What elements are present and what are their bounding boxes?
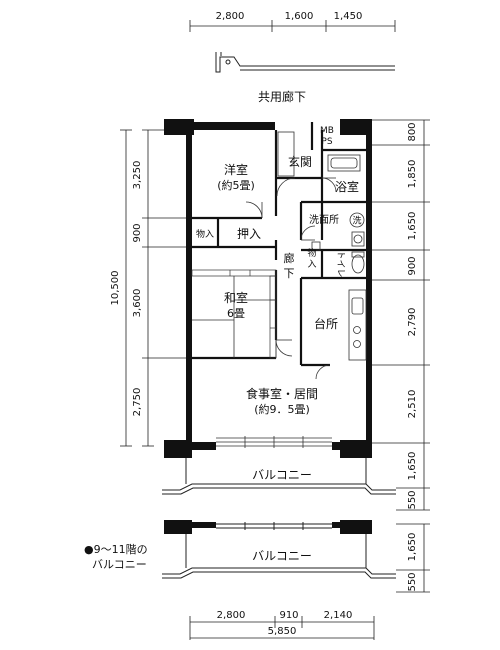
dim-right-2: 1,850 <box>407 160 418 189</box>
room-toilet: トイレ <box>335 250 345 277</box>
dim-left-2: 900 <box>132 223 143 242</box>
walls <box>164 119 372 458</box>
bottom-dimension-lines <box>189 616 375 640</box>
note-floors-line1: ●9～11階の <box>84 542 148 556</box>
room-yoshitsu-size: (約5畳) <box>217 178 255 192</box>
dim-left-total: 10,500 <box>110 271 121 306</box>
dim-right-3: 1,650 <box>407 212 418 241</box>
room-senmenjo: 洗面所 <box>309 214 339 226</box>
dim-bottom-total: 5,850 <box>268 626 297 637</box>
room-yokushitsu: 浴室 <box>335 179 359 194</box>
room-yoshitsu-name: 洋室 <box>224 162 248 177</box>
dim-right-1: 800 <box>407 122 418 141</box>
door-swings <box>245 177 337 380</box>
washer-icon <box>349 212 365 228</box>
room-ldk-size: (約9．5畳) <box>254 402 310 416</box>
corridor-railing <box>215 52 395 73</box>
dim-left-4: 2,750 <box>132 388 143 417</box>
dim-bottom-2: 910 <box>279 610 298 621</box>
room-monoire-right-1: 物 <box>307 247 316 259</box>
interior-walls <box>192 122 366 367</box>
room-ldk-name: 食事室・居間 <box>246 386 318 401</box>
ldk-windows <box>216 436 332 448</box>
room-daidokoro: 台所 <box>314 316 338 331</box>
balcony-alt-label: バルコニー <box>252 549 312 563</box>
dim-right-9: 1,650 <box>407 533 418 562</box>
mbps-top: MB <box>320 126 334 136</box>
washer-label: 洗 <box>352 215 361 227</box>
dim-right-7: 1,650 <box>407 452 418 481</box>
fixtures <box>192 131 367 361</box>
top-dimension-line <box>189 20 396 32</box>
corridor-label: 共用廊下 <box>258 89 306 104</box>
dim-bottom-3: 2,140 <box>324 610 353 621</box>
dim-left-1: 3,250 <box>132 161 143 190</box>
dim-left-3: 3,600 <box>132 289 143 318</box>
left-dimension-lines <box>120 129 192 447</box>
balcony-alt-walls <box>164 520 372 534</box>
balcony-main <box>162 458 396 495</box>
mbps-bottom: PS <box>321 137 332 147</box>
dim-right-10: 550 <box>407 572 418 591</box>
dim-top-2: 1,600 <box>285 11 314 22</box>
room-roka-1: 廊 <box>284 251 295 265</box>
dim-right-5: 2,790 <box>407 308 418 337</box>
dim-right-8: 550 <box>407 490 418 509</box>
balcony-alt <box>162 522 396 579</box>
dim-bottom-1: 2,800 <box>217 610 246 621</box>
room-washitsu-name: 和室 <box>224 290 248 305</box>
dim-top-1: 2,800 <box>216 11 245 22</box>
dim-right-4: 900 <box>407 256 418 275</box>
room-washitsu-size: 6畳 <box>227 307 245 320</box>
dim-top-3: 1,450 <box>334 11 363 22</box>
room-monoire-left: 物入 <box>196 228 214 240</box>
note-floors-line2: バルコニー <box>92 558 147 571</box>
room-monoire-right-2: 入 <box>307 259 316 270</box>
right-dimension-lines <box>372 119 430 593</box>
room-oshiire: 押入 <box>237 227 261 241</box>
balcony-label: バルコニー <box>252 468 312 482</box>
room-roka-2: 下 <box>284 267 295 280</box>
dim-right-6: 2,510 <box>407 390 418 419</box>
room-genkan: 玄関 <box>288 154 312 169</box>
